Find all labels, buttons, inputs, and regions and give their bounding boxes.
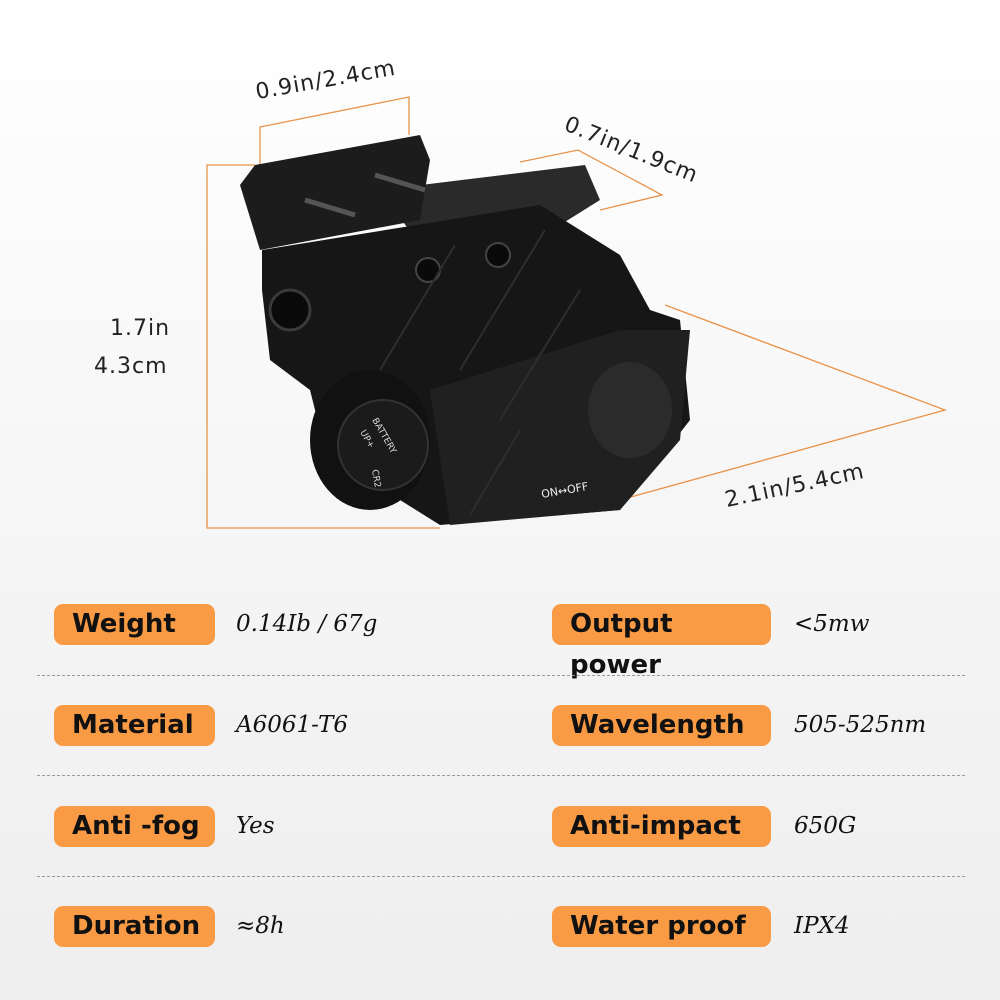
dimension-height-in: 1.7in [110, 316, 171, 341]
battery-type-marking: CR2 [369, 469, 382, 489]
spec-label-wavelength: Wavelength [552, 705, 771, 746]
spec-value-water-proof: IPX4 [794, 913, 850, 939]
divider [37, 775, 965, 776]
spec-value-output-power: <5mw [794, 611, 870, 637]
spec-label-duration: Duration [54, 906, 215, 947]
divider [37, 675, 965, 676]
spec-label-weight: Weight [54, 604, 215, 645]
spec-label-anti-impact: Anti-impact [552, 806, 771, 847]
product-illustration: BATTERY UP+ CR2 ON↔OFF [206, 96, 948, 529]
spec-value-material: A6061-T6 [236, 712, 349, 738]
spec-value-anti-fog: Yes [236, 813, 275, 839]
spec-value-anti-impact: 650G [794, 813, 857, 839]
spec-label-water-proof: Water proof [552, 906, 771, 947]
divider [37, 876, 965, 877]
spec-label-output-power: Output power [552, 604, 771, 680]
spec-value-wavelength: 505-525nm [794, 712, 927, 738]
spec-value-duration: ≈8h [236, 913, 285, 939]
spec-label-material: Material [54, 705, 215, 746]
dimension-height-cm: 4.3cm [94, 354, 168, 379]
spec-value-weight: 0.14Ib / 67g [236, 611, 378, 637]
laser-sight-device: BATTERY UP+ CR2 ON↔OFF [240, 135, 690, 525]
spec-label-anti-fog: Anti -fog [54, 806, 215, 847]
